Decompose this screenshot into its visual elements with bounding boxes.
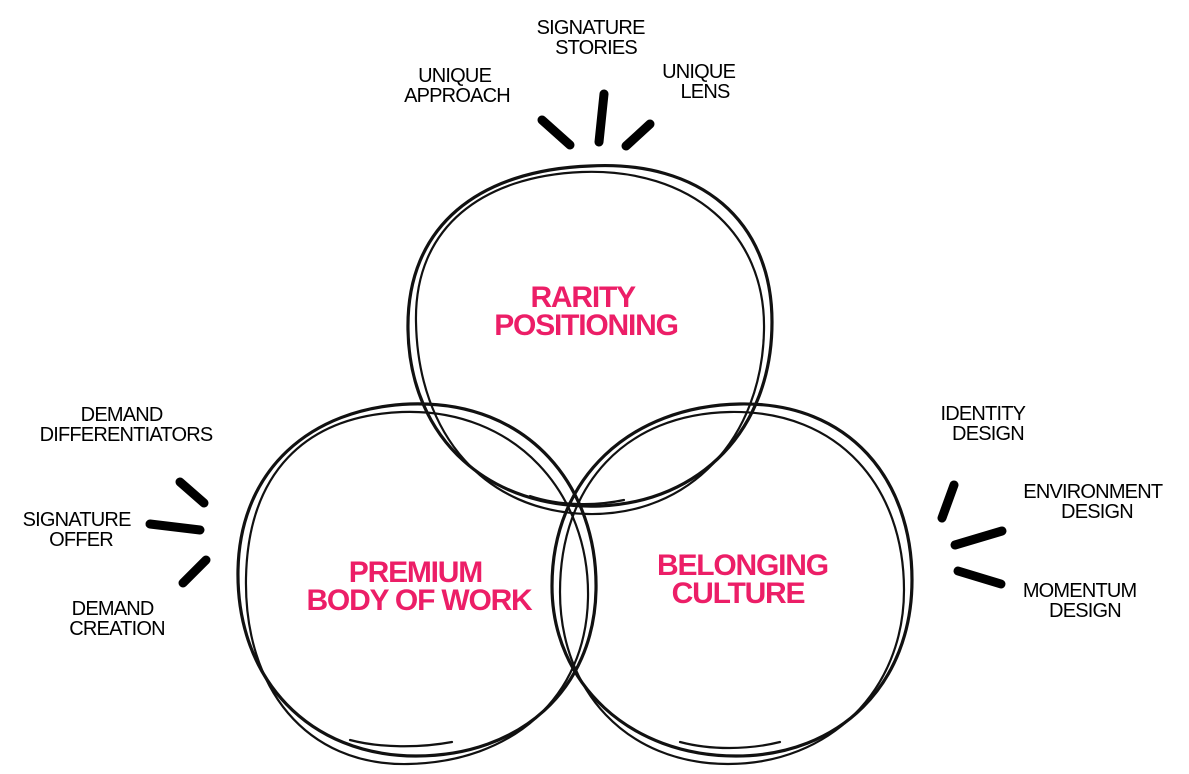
label-signature-stories: SIGNATURE STORIES [537,17,650,59]
dash-top-right [621,119,655,151]
label-identity-design: IDENTITY DESIGN [940,403,1029,445]
label-demand-creation-line2: CREATION [69,618,164,640]
label-unique-lens-line2: LENS [680,81,730,103]
circle-left-label: PREMIUM BODY OF WORK [306,556,533,617]
label-environment-design-line2: DESIGN [1061,501,1133,523]
label-momentum-design: MOMENTUM DESIGN [1023,580,1141,622]
circle-left-line1: PREMIUM [349,556,482,589]
circle-top-label: RARITY POSITIONING [494,281,678,342]
label-signature-offer-line1: SIGNATURE [23,509,131,531]
dash-left-top [175,477,209,508]
circle-right-label: BELONGING CULTURE [657,549,835,610]
dash-right-bottom [953,566,1006,589]
dash-top-left [537,115,575,150]
circle-top-line1: RARITY [530,281,636,314]
label-unique-lens-line1: UNIQUE [662,61,735,83]
label-identity-design-line1: IDENTITY [940,403,1025,425]
circle-right [550,402,914,766]
label-environment-design-line1: ENVIRONMENT [1023,481,1163,503]
label-demand-differentiators-line2: DIFFERENTIATORS [40,424,213,446]
dash-top-center [594,89,609,147]
label-demand-differentiators-line1: DEMAND [81,404,163,426]
label-signature-offer: SIGNATURE OFFER [23,509,136,551]
dash-left-middle [145,519,205,535]
circle-right-line1: BELONGING [657,549,828,582]
label-unique-approach-line2: APPROACH [404,85,510,107]
label-demand-creation-line1: DEMAND [72,598,154,620]
label-unique-approach-line1: UNIQUE [418,65,491,87]
label-identity-design-line2: DESIGN [952,423,1024,445]
label-unique-approach: UNIQUE APPROACH [404,65,510,107]
dash-right-top [937,480,959,523]
label-signature-stories-line2: STORIES [555,37,637,59]
label-signature-offer-line2: OFFER [49,529,113,551]
label-momentum-design-line1: MOMENTUM [1023,580,1137,602]
circle-right-line2: CULTURE [672,577,805,610]
label-demand-creation: DEMAND CREATION [69,598,164,640]
label-signature-stories-line1: SIGNATURE [537,17,645,39]
circle-left-line2: BODY OF WORK [306,584,533,617]
dash-left-bottom [178,555,211,588]
label-unique-lens: UNIQUE LENS [662,61,740,103]
label-demand-differentiators: DEMAND DIFFERENTIATORS [40,404,213,446]
circle-top-line2: POSITIONING [494,309,678,342]
label-momentum-design-line2: DESIGN [1049,600,1121,622]
dash-right-middle [950,526,1007,550]
label-environment-design: ENVIRONMENT DESIGN [1023,481,1166,523]
